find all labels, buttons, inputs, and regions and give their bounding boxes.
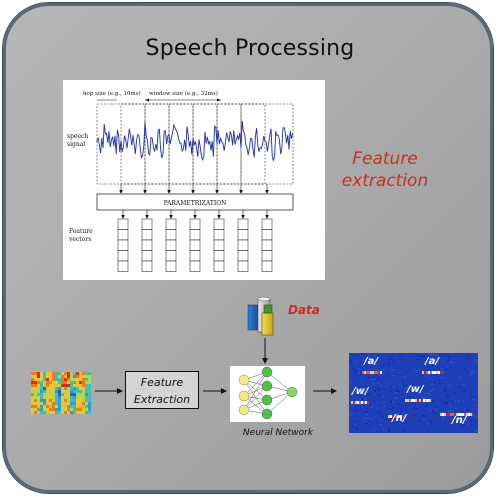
hop-size-label: hop size (e.g., 10ms) <box>83 90 141 97</box>
speech-waveform <box>96 120 294 162</box>
data-label: Data <box>288 303 320 317</box>
speech-label: speech <box>67 133 88 140</box>
page-title: Speech Processing <box>145 36 355 61</box>
feature-extraction-box-line2: Extraction <box>133 393 191 406</box>
phoneme-label: /w/ <box>352 386 369 397</box>
parametrization-label: PARAMETRIZATION <box>164 200 227 207</box>
phoneme-label: /w/ <box>407 384 424 395</box>
framing-figure: hop size (e.g., 10ms) window size (e.g.,… <box>63 80 325 280</box>
data-cylinders-icon <box>247 296 274 336</box>
feature-extraction-box-line1: Feature <box>140 376 184 389</box>
feature-label: Feature <box>69 228 93 235</box>
spectrogram-icon <box>31 372 91 414</box>
phoneme-label: /a/ <box>425 356 440 367</box>
feature-extraction-box: Feature Extraction <box>125 371 199 409</box>
feature-extraction-label-line2: extraction <box>341 171 429 191</box>
phoneme-label: /a/ <box>364 356 379 367</box>
signal-label: signal <box>67 141 85 148</box>
phoneme-label: /n/ <box>452 415 467 426</box>
framing-diagram: hop size (e.g., 10ms) window size (e.g.,… <box>67 90 294 272</box>
feature-extraction-label: Feature extraction <box>325 148 445 192</box>
neural-network-icon <box>230 366 305 422</box>
phoneme-output-icon <box>349 353 478 433</box>
phoneme-label: /n/ <box>392 413 407 424</box>
neural-network-label: Neural Network <box>242 428 314 438</box>
parametrization-box <box>96 193 294 211</box>
window-size-label: window size (e.g., 32ms) <box>149 90 218 97</box>
vectors-label: vectors <box>68 236 91 243</box>
feature-extraction-label-line1: Feature <box>352 149 418 169</box>
